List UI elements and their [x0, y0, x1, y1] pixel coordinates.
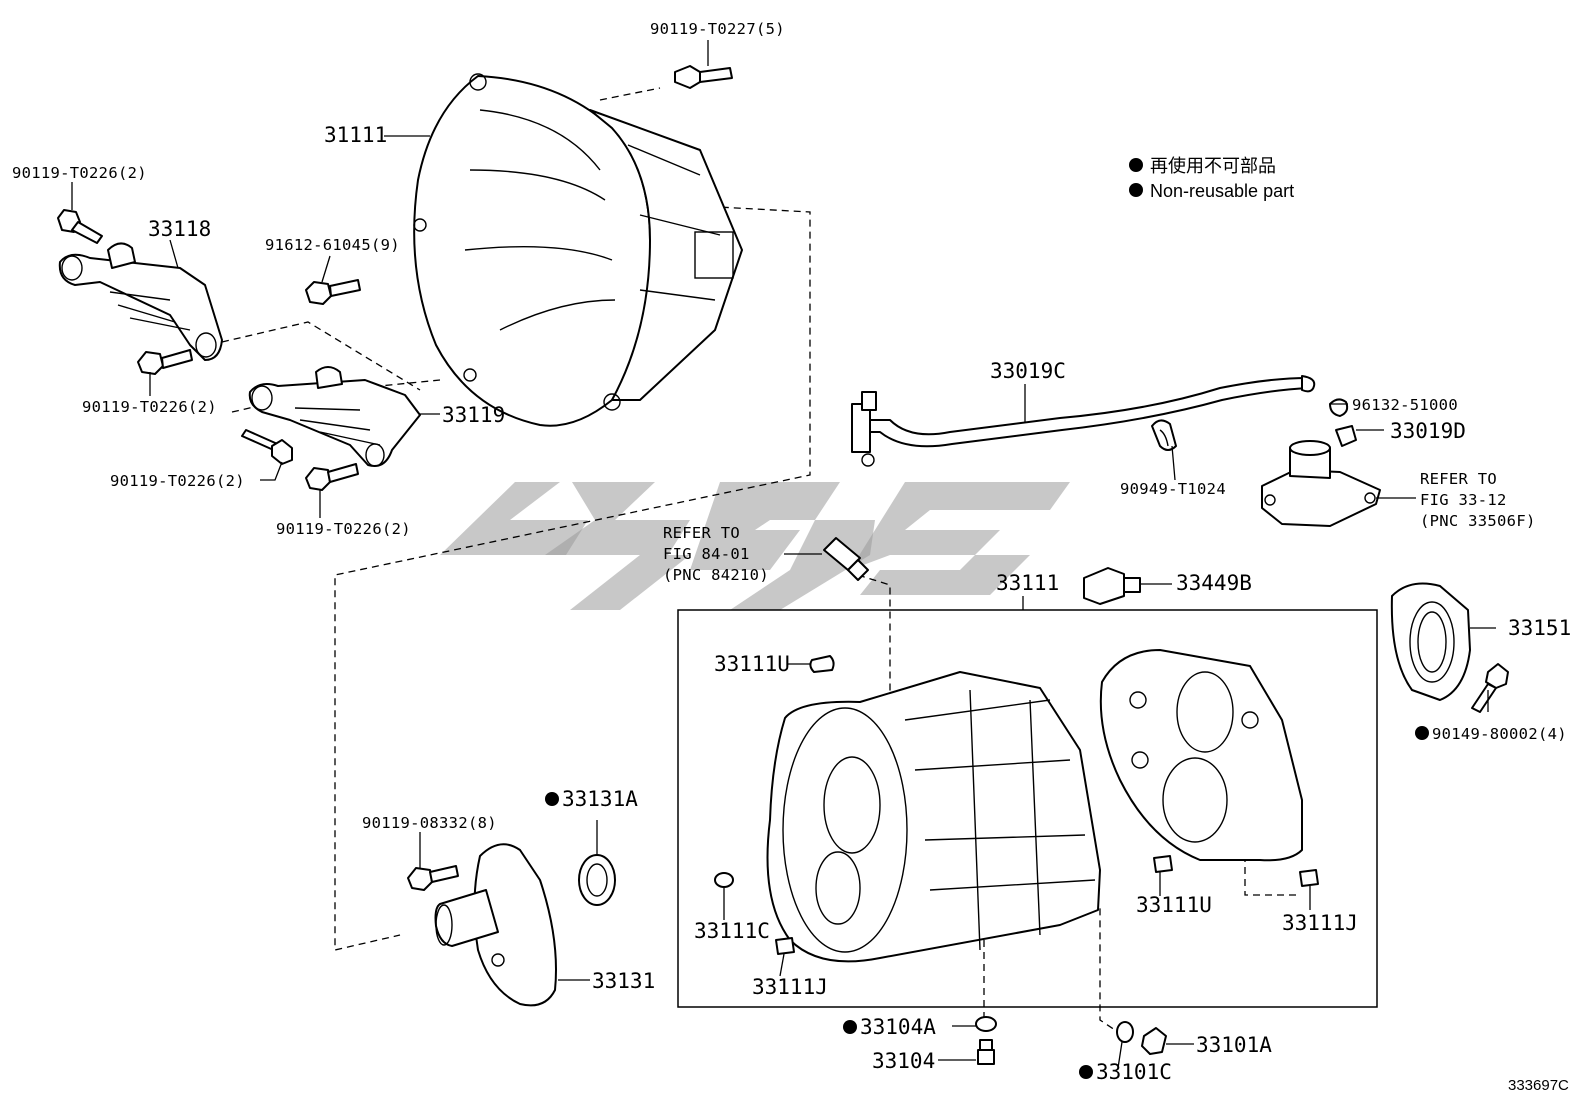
bolt-90119-T0226-top[interactable]	[57, 209, 103, 244]
refer-b-line-3: (PNC 84210)	[663, 566, 769, 584]
label-33101A: 33101A	[1196, 1033, 1272, 1057]
label-33118: 33118	[148, 217, 211, 241]
label-33131: 33131	[592, 969, 655, 993]
front-cover-33131[interactable]	[434, 843, 557, 1007]
label-96132-51000: 96132-51000	[1352, 396, 1458, 414]
label-33101C: 33101C	[1096, 1060, 1172, 1084]
gasket-33101C[interactable]	[1116, 1021, 1134, 1043]
release-cylinder-33506F[interactable]	[1261, 440, 1381, 527]
oil-seal-33131A[interactable]	[578, 854, 616, 906]
label-33104A: 33104A	[860, 1015, 936, 1039]
label-90119-T0226-b: 90119-T0226(2)	[82, 398, 217, 416]
bell-housing-31111[interactable]	[413, 73, 743, 427]
dowel-33111U-b[interactable]	[1153, 855, 1173, 873]
bolt-91612-61045[interactable]	[305, 279, 361, 305]
connector-33449B[interactable]	[1083, 567, 1141, 605]
plug-33101A[interactable]	[1141, 1027, 1167, 1055]
transmission-case-box	[677, 609, 1378, 1008]
label-31111: 31111	[324, 123, 387, 147]
hose-96132-51000[interactable]	[1329, 398, 1349, 417]
dowel-33111J-a[interactable]	[775, 937, 795, 955]
bolt-90119-T0226-lower-b[interactable]	[305, 463, 359, 491]
tube-33019C[interactable]	[851, 375, 1316, 467]
transmission-case-33111[interactable]	[766, 671, 1101, 963]
label-33119: 33119	[442, 403, 505, 427]
label-33111J-a: 33111J	[752, 975, 828, 999]
non-reusable-dot-icon	[843, 1020, 857, 1034]
label-90949-T1024: 90949-T1024	[1120, 480, 1226, 498]
refer-b-line-1: REFER TO	[663, 524, 740, 542]
label-33104: 33104	[872, 1049, 935, 1073]
label-33111U-a: 33111U	[714, 652, 790, 676]
label-33111J-b: 33111J	[1282, 911, 1358, 935]
non-reusable-dot-icon	[545, 792, 559, 806]
figure-number: 333697C	[1508, 1077, 1569, 1094]
legend-japanese: 再使用不可部品	[1150, 156, 1276, 176]
label-33131A: 33131A	[562, 787, 638, 811]
label-90149-80002: 90149-80002(4)	[1432, 725, 1567, 743]
non-reusable-dot-icon	[1129, 158, 1143, 172]
label-33151: 33151	[1508, 616, 1571, 640]
bolt-90119-T0226-lower-a[interactable]	[241, 429, 293, 465]
clip-90949-T1024[interactable]	[1151, 419, 1177, 451]
label-91612-61045: 91612-61045(9)	[265, 236, 400, 254]
retainer-33151[interactable]	[1390, 582, 1471, 701]
refer-b-line-2: FIG 84-01	[663, 545, 750, 563]
label-90119-T0226-c: 90119-T0226(2)	[110, 472, 245, 490]
label-90119-08332: 90119-08332(8)	[362, 814, 497, 832]
refer-a-line-3: (PNC 33506F)	[1420, 512, 1536, 530]
label-90119-T0227: 90119-T0227(5)	[650, 20, 785, 38]
bolt-90149-80002[interactable]	[1471, 663, 1509, 713]
label-33019C: 33019C	[990, 359, 1066, 383]
legend: 再使用不可部品 Non-reusable part	[1129, 156, 1294, 201]
non-reusable-dot-icon	[1079, 1065, 1093, 1079]
plug-33111C[interactable]	[714, 872, 734, 888]
non-reusable-dot-icon	[1415, 726, 1429, 740]
bolt-90119-T0227[interactable]	[674, 65, 733, 89]
refer-a-line-2: FIG 33-12	[1420, 491, 1507, 509]
label-33111C: 33111C	[694, 919, 770, 943]
gasket-33104A[interactable]	[975, 1016, 997, 1032]
watermark-logo	[440, 482, 1070, 610]
bolt-90119-T0226-mid[interactable]	[137, 349, 193, 375]
refer-a-line-1: REFER TO	[1420, 470, 1497, 488]
plug-33104[interactable]	[977, 1039, 995, 1065]
label-33111U-b: 33111U	[1136, 893, 1212, 917]
label-33111-box: 33111	[996, 571, 1059, 595]
label-90119-T0226-a: 90119-T0226(2)	[12, 164, 147, 182]
non-reusable-dot-icon	[1129, 183, 1143, 197]
part-labels: 90119-T0227(5) 31111 90119-T0226(2) 3311…	[12, 20, 1571, 1094]
sensor-84210[interactable]	[823, 537, 869, 581]
union-33019D[interactable]	[1335, 425, 1357, 447]
dowel-33111U-a[interactable]	[809, 655, 835, 673]
leader-lines	[71, 40, 1496, 1069]
bracket-33119[interactable]	[248, 366, 421, 467]
bracket-33118[interactable]	[58, 242, 223, 361]
dowel-33111J-b[interactable]	[1299, 869, 1319, 887]
bolt-90119-08332[interactable]	[407, 865, 459, 891]
label-33449B: 33449B	[1176, 571, 1252, 595]
label-33019D: 33019D	[1390, 419, 1466, 443]
extension-plate-33111[interactable]	[1099, 649, 1303, 862]
label-90119-T0226-d: 90119-T0226(2)	[276, 520, 411, 538]
legend-english: Non-reusable part	[1150, 181, 1294, 201]
